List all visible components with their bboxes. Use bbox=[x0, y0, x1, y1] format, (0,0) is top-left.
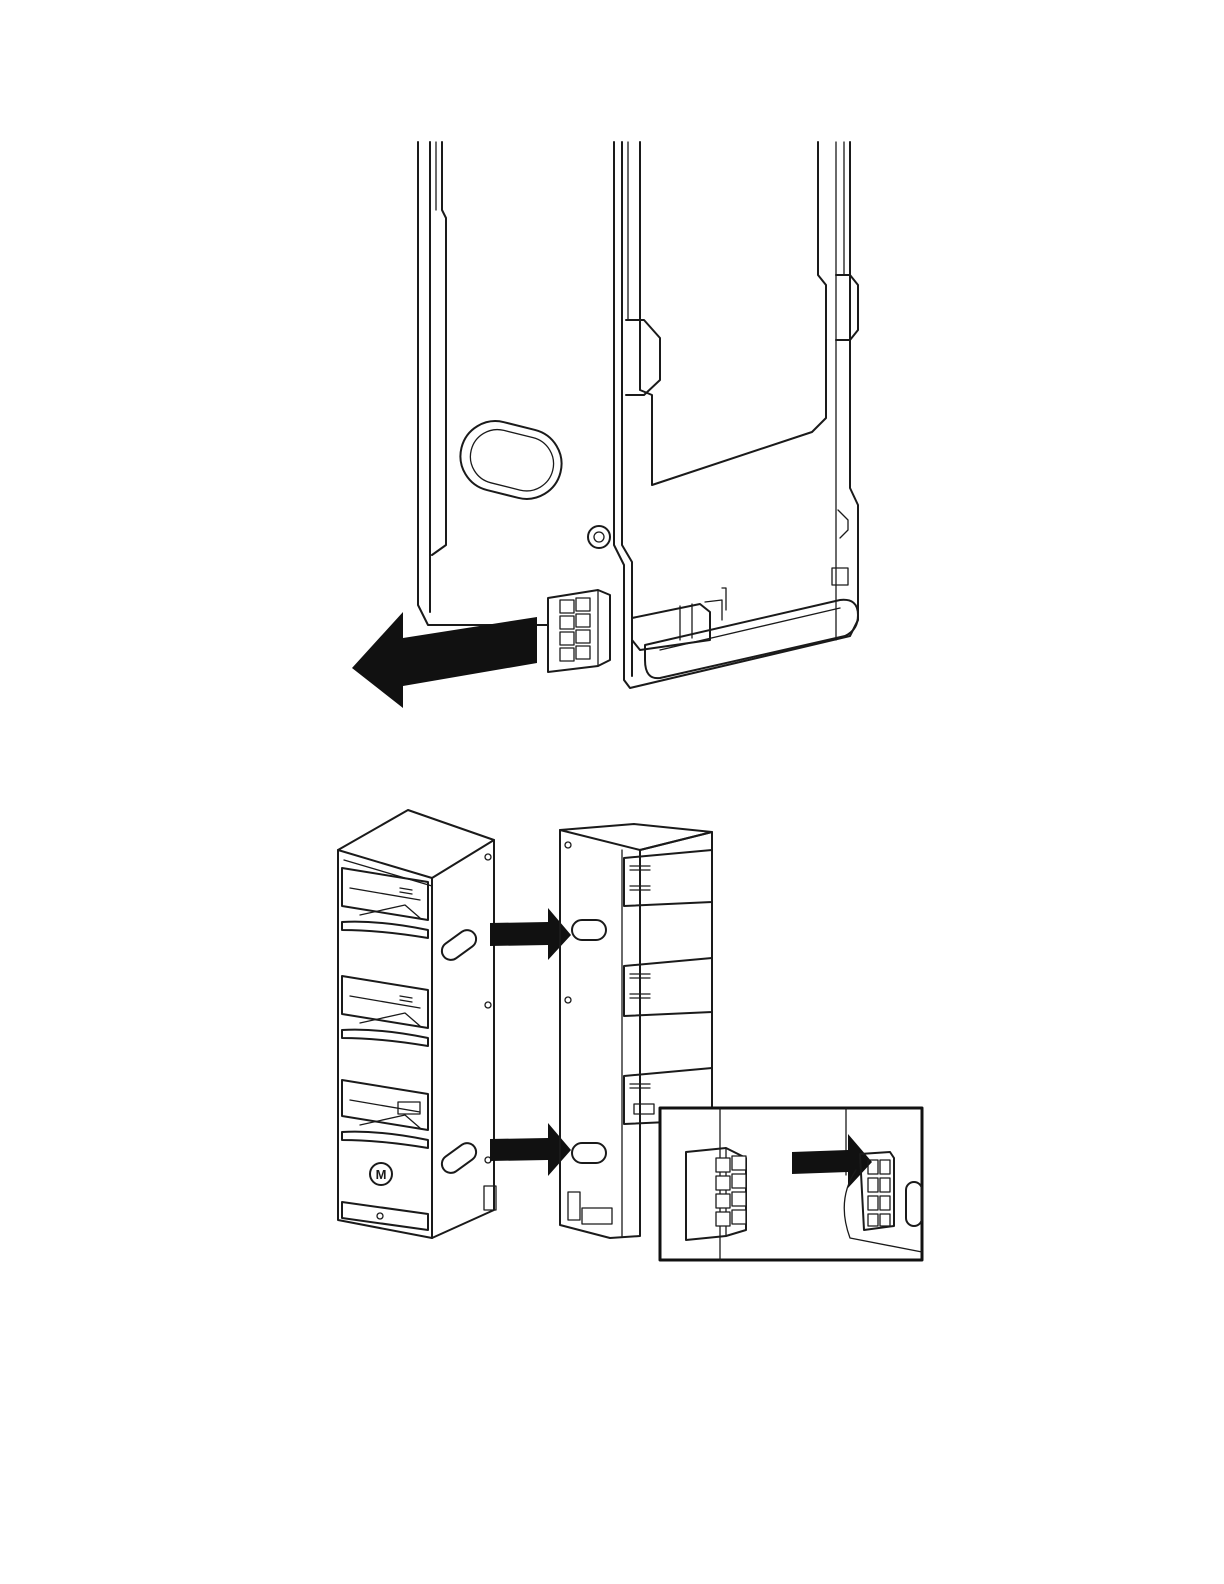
figure-bottom-chargers: M bbox=[0, 790, 1224, 1290]
logo-letter: M bbox=[376, 1167, 387, 1182]
figure-top-pocket-rear bbox=[0, 0, 1224, 760]
arrow-right-lower-icon bbox=[490, 1123, 571, 1176]
chargers-drawing: M bbox=[0, 790, 1224, 1290]
connector-detail-inset bbox=[660, 1108, 922, 1260]
oval-slot bbox=[453, 414, 569, 507]
left-charger: M bbox=[338, 810, 496, 1238]
screw-icon bbox=[588, 526, 610, 548]
pocket-main-body bbox=[614, 142, 858, 688]
pocket-left-panel bbox=[418, 142, 548, 625]
arrow-left-icon bbox=[352, 612, 537, 708]
pocket-rear-drawing bbox=[0, 0, 1224, 760]
rear-connector bbox=[548, 590, 610, 672]
arrow-right-upper-icon bbox=[490, 908, 571, 960]
